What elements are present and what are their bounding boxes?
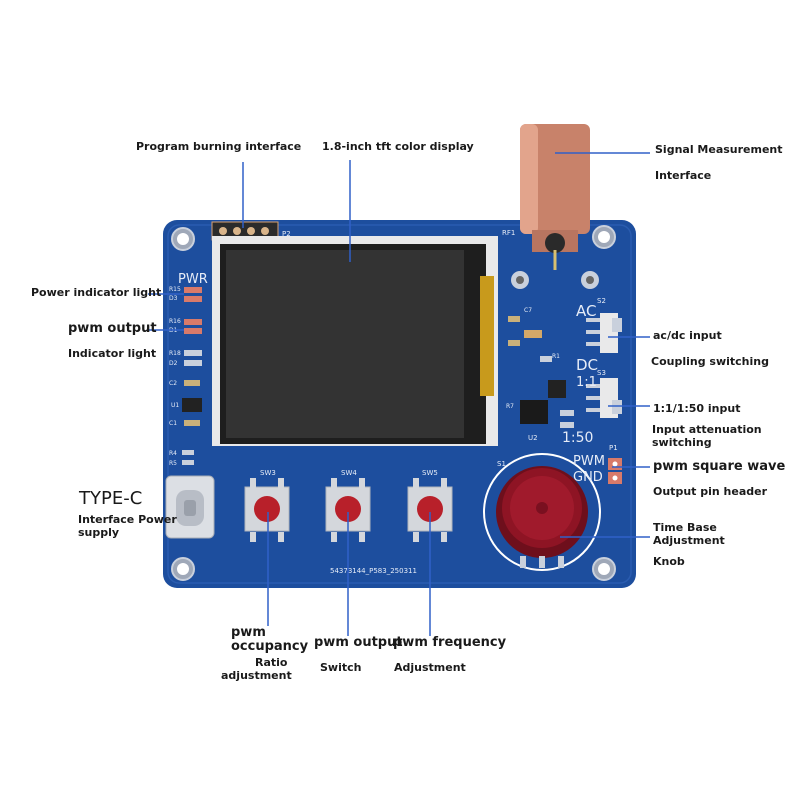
label-program-burning: Program burning interface [136,140,302,153]
silk-ratio-150: 1:50 [562,430,593,446]
silk-c2: C2 [169,380,177,387]
silk-r5: R5 [169,460,177,467]
button-sw5 [407,478,453,542]
silk-sw3: SW3 [260,469,276,477]
silk-p1: P1 [609,444,618,452]
label-power-supply: supply [78,526,120,539]
right-components [508,316,574,428]
silk-gnd: GND [573,470,603,485]
silk-sw5: SW5 [422,469,438,477]
leader-lines [148,152,650,636]
label-coupling-switching: Coupling switching [651,355,769,368]
usb-type-c-port [165,475,215,539]
label-frequency-adjustment: Adjustment [394,661,466,674]
silk-pwm: PWM [573,454,605,469]
attenuation-switch-s3 [586,378,622,418]
silk-s3: S3 [597,369,606,377]
silk-p2: P2 [282,230,291,238]
silk-ratio-11: 1:1 [576,375,597,390]
label-ratio-adjustment: adjustment [221,669,292,682]
silk-s2: S2 [597,297,606,305]
silk-rf1: RF1 [502,229,515,237]
bnc-connector [511,124,599,289]
silk-d2: D2 [169,360,178,367]
label-interface-power: Interface Power [78,513,177,526]
silkscreen-labels: PWR R15 D3 R16 D1 R18 D2 C2 U1 C1 R4 R5 … [169,229,618,575]
tft-display [212,236,498,446]
label-pwm-square-wave: pwm square wave [653,459,786,474]
silk-sw4: SW4 [341,469,357,477]
silk-dc: DC [576,356,598,374]
label-attenuation-input: 1:1/1:50 input [653,402,741,415]
silk-r16: R16 [169,318,181,325]
label-pwm-occupancy-1: pwm [231,625,266,640]
button-sw3 [244,478,290,542]
silk-pwr: PWR [178,272,208,287]
label-power-indicator: Power indicator light [31,286,162,299]
silk-r18: R18 [169,350,181,357]
label-attenuation-switching-2: switching [652,436,712,449]
label-indicator-light: Indicator light [68,347,157,360]
silk-r4: R4 [169,450,177,457]
label-output-pin-header: Output pin header [653,485,768,498]
silk-d3: D3 [169,295,178,302]
label-pwm-output: pwm output [68,321,157,336]
pwm-output-pins [608,458,622,484]
silk-u1: U1 [171,402,179,409]
mounting-holes [171,225,616,581]
led-indicators [184,287,202,366]
label-knob: Knob [653,555,685,568]
label-ratio: Ratio [255,656,288,669]
label-signal-measurement: Signal Measurement [655,143,783,156]
label-acdc-input: ac/dc input [653,329,722,342]
label-pwm-frequency: pwm frequency [393,635,507,650]
silk-r1: R1 [552,353,560,360]
silk-s1: S1 [497,460,506,468]
silk-board-id: 54373144_P583_250311 [330,567,417,575]
silk-c1: C1 [169,420,177,427]
label-time-base-adjustment: Adjustment [653,534,725,547]
label-attenuation-switching-1: Input attenuation [652,423,762,436]
label-pwm-output-switch: pwm output [314,635,403,650]
label-switch: Switch [320,661,362,674]
time-base-knob [483,453,601,571]
label-type-c: TYPE-C [79,488,143,509]
silk-u2: U2 [528,434,538,442]
silk-c7: C7 [524,307,532,314]
label-time-base: Time Base [653,521,717,534]
left-components [182,380,202,465]
label-tft-display: 1.8-inch tft color display [322,140,474,153]
silk-ac: AC [576,302,596,320]
label-signal-interface: Interface [655,169,712,182]
silk-r15: R15 [169,286,181,293]
coupling-switch-s2 [586,313,622,353]
label-pwm-occupancy-2: occupancy [231,639,309,654]
silk-r7: R7 [506,403,514,410]
